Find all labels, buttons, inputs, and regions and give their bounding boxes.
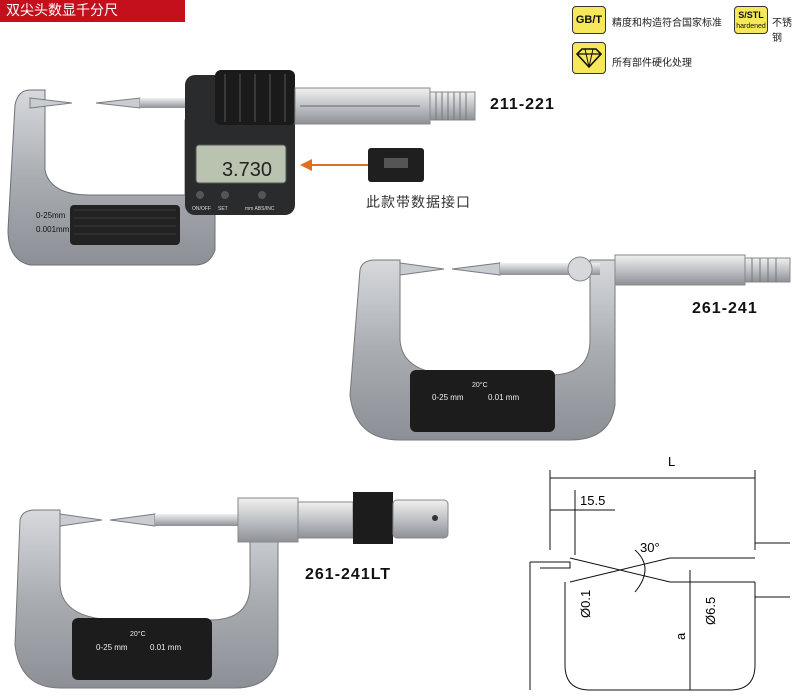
temp-label-3: 20°C xyxy=(130,630,146,638)
stainless-mark: S/STL xyxy=(738,10,764,20)
diamond-icon xyxy=(575,48,603,69)
digital-micrometer: 0-25mm 0.001mm 3.730 ON/OFF SET mm ABS/I… xyxy=(7,70,476,266)
micrometer-261-241: 20°C 0-25 mm 0.01 mm xyxy=(349,254,791,441)
dim-15-5: 15.5 xyxy=(580,493,605,508)
model-211-221: 211-221 xyxy=(490,96,555,113)
stainless-text: 不锈钢 xyxy=(772,18,792,44)
stainless-badge: S/STL hardened xyxy=(734,6,768,34)
data-port-arrow xyxy=(300,159,368,171)
dim-angle: 30° xyxy=(640,540,660,555)
page-title: 双尖头数显千分尺 xyxy=(0,0,185,22)
model-261-241LT: 261-241LT xyxy=(305,566,392,583)
hardened-text: 所有部件硬化处理 xyxy=(612,58,692,69)
gbt-text: 精度和构造符合国家标准 xyxy=(612,18,722,29)
dim-L: L xyxy=(668,454,675,469)
range-label: 0-25mm xyxy=(36,211,66,220)
set-label: SET xyxy=(218,206,228,212)
temp-label: 20°C xyxy=(472,381,488,389)
data-port-image xyxy=(368,148,424,182)
lcd-readout: 3.730 xyxy=(222,159,272,181)
dim-a: a xyxy=(673,632,688,640)
data-port-caption: 此款带数据接口 xyxy=(366,195,471,211)
absinc-label: mm ABS/INC xyxy=(245,206,275,212)
onoff-label: ON/OFF xyxy=(192,206,211,212)
micrometer-261-241LT: 20°C 0-25 mm 0.01 mm xyxy=(14,492,449,689)
diamond-badge xyxy=(572,42,606,74)
resolution-label: 0.001mm xyxy=(36,225,70,234)
res-label-3: 0.01 mm xyxy=(150,643,181,652)
dim-r01: Ø0.1 xyxy=(578,590,593,618)
gbt-badge: GB/T xyxy=(572,6,606,34)
model-261-241: 261-241 xyxy=(692,300,758,317)
dimension-diagram: L 15.5 30° Ø0.1 Ø6.5 a xyxy=(529,454,790,691)
dim-d65: Ø6.5 xyxy=(703,597,718,625)
res-label-2: 0.01 mm xyxy=(488,393,519,402)
stainless-sub: hardened xyxy=(736,23,766,30)
range-label-2: 0-25 mm xyxy=(432,393,464,402)
range-label-3: 0-25 mm xyxy=(96,643,128,652)
